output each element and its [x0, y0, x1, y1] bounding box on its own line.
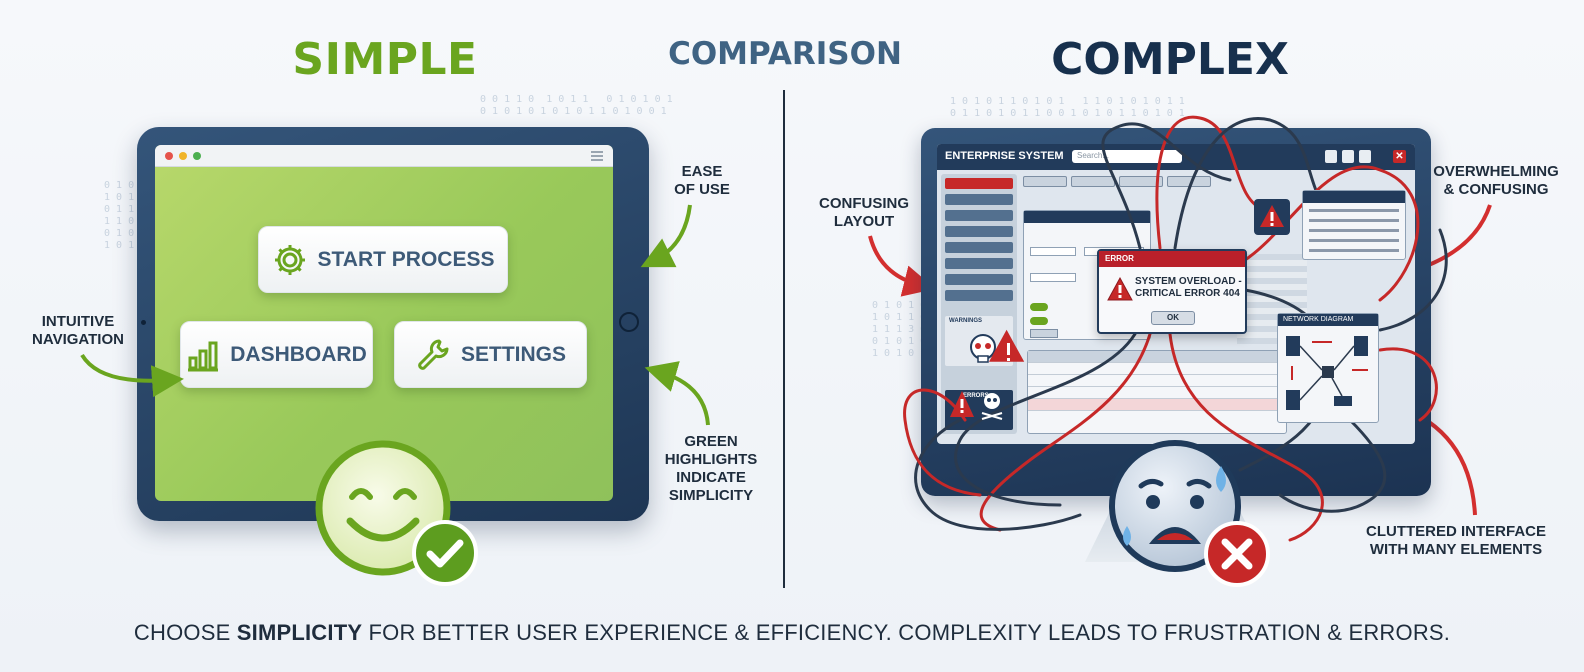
- skull-icon: [970, 329, 1025, 363]
- warning-icon: [1254, 199, 1290, 235]
- sidebar-item[interactable]: [945, 226, 1013, 237]
- alert-panel-header: [1303, 191, 1405, 203]
- network-diagram-label: NETWORK DIAGRAM: [1278, 314, 1378, 326]
- sidebar-item[interactable]: [945, 274, 1013, 285]
- start-process-label: START PROCESS: [317, 247, 495, 271]
- complex-heading: COMPLEX: [1051, 34, 1289, 85]
- warning-icon: [1107, 277, 1133, 301]
- sidebar-item[interactable]: [945, 178, 1013, 189]
- confusing-layout-note: CONFUSING LAYOUT: [819, 195, 909, 230]
- start-process-button[interactable]: START PROCESS: [258, 226, 508, 293]
- green-highlights-note: GREEN HIGHLIGHTS INDICATE SIMPLICITY: [664, 433, 758, 504]
- settings-button[interactable]: SETTINGS: [394, 321, 587, 388]
- project-select[interactable]: [1030, 273, 1076, 282]
- overwhelming-note: OVERWHELMING & CONFUSING: [1433, 163, 1559, 198]
- data-table: [1027, 350, 1287, 434]
- sidebar-item[interactable]: [945, 242, 1013, 253]
- toolbar-chip[interactable]: [1023, 176, 1067, 187]
- table-row[interactable]: [1028, 387, 1286, 399]
- browser-bar: [155, 145, 613, 167]
- footer-emphasis: SIMPLICITY: [236, 620, 363, 645]
- warning-icon: [950, 391, 1003, 420]
- error-message: SYSTEM OVERLOAD - CRITICAL ERROR 404: [1135, 276, 1242, 299]
- alert-list: [1309, 209, 1399, 253]
- dashboard-label: DASHBOARD: [230, 342, 367, 366]
- grid-icon[interactable]: [1359, 150, 1371, 163]
- checkmark-icon: [412, 520, 478, 586]
- footer-prefix: CHOOSE: [133, 620, 237, 645]
- enterprise-window-title: ENTERPRISE SYSTEM: [945, 150, 1064, 162]
- error-dialog-header: ERROR: [1099, 251, 1245, 267]
- footer-message: CHOOSE SIMPLICITY FOR BETTER USER EXPERI…: [0, 620, 1584, 646]
- ease-of-use-note: EASE OF USE: [674, 163, 730, 198]
- close-icon[interactable]: ✕: [1393, 150, 1406, 163]
- toggle-switch[interactable]: [1030, 317, 1048, 325]
- center-divider: [783, 90, 785, 588]
- dashboard-button[interactable]: DASHBOARD: [180, 321, 373, 388]
- window-minimize-dot[interactable]: [179, 152, 187, 160]
- window-maximize-dot[interactable]: [193, 152, 201, 160]
- form-submit-button[interactable]: [1030, 329, 1058, 338]
- menu-icon[interactable]: [591, 151, 603, 161]
- status-select[interactable]: [1030, 247, 1076, 256]
- errors-label: ERRORS: [963, 393, 989, 399]
- table-row[interactable]: [1028, 375, 1286, 387]
- form-panel-header: [1024, 211, 1150, 223]
- footer-suffix: FOR BETTER USER EXPERIENCE & EFFICIENCY.…: [362, 620, 1451, 645]
- sidebar-item[interactable]: [945, 258, 1013, 269]
- table-row[interactable]: [1028, 399, 1286, 411]
- bell-icon[interactable]: [1325, 150, 1337, 163]
- error-dialog: ERROR SYSTEM OVERLOAD - CRITICAL ERROR 4…: [1097, 249, 1247, 334]
- simple-heading: SIMPLE: [292, 34, 478, 85]
- tablet-camera: [141, 320, 146, 325]
- wrench-icon: [418, 339, 449, 370]
- sad-face-icon: [1109, 440, 1241, 572]
- toolbar-chip[interactable]: [1119, 176, 1163, 187]
- bar-chart-icon: [188, 341, 219, 371]
- binary-decoration-top: 0 0 1 1 0 1 0 1 1 0 1 0 1 0 1 0 1 0 1 0 …: [480, 94, 673, 117]
- table-row[interactable]: [1028, 363, 1286, 375]
- intuitive-navigation-note: INTUITIVE NAVIGATION: [32, 313, 124, 348]
- network-diagram-panel: NETWORK DIAGRAM: [1277, 313, 1379, 423]
- toggle-switch[interactable]: [1030, 303, 1048, 311]
- warnings-label: WARNINGS: [949, 318, 982, 324]
- cluttered-note: CLUTTERED INTERFACE WITH MANY ELEMENTS: [1366, 523, 1546, 558]
- error-ok-button[interactable]: OK: [1151, 311, 1195, 325]
- sidebar-item[interactable]: [945, 210, 1013, 221]
- settings-label: SETTINGS: [460, 342, 566, 366]
- user-icon[interactable]: [1342, 150, 1354, 163]
- sidebar-item[interactable]: [945, 290, 1013, 301]
- tablet-home-button[interactable]: [619, 312, 639, 332]
- comparison-heading: COMPARISON: [668, 36, 902, 72]
- window-close-dot[interactable]: [165, 152, 173, 160]
- network-graph: [1286, 336, 1368, 410]
- gear-icon: [274, 244, 305, 275]
- sidebar-item[interactable]: [945, 194, 1013, 205]
- search-input[interactable]: Search...: [1072, 150, 1182, 163]
- close-x-icon: [1204, 521, 1270, 587]
- binary-decoration-right-top: 1 0 1 0 1 1 0 1 0 1 1 1 0 1 0 1 0 1 1 0 …: [950, 96, 1185, 119]
- table-header-row: [1028, 351, 1286, 363]
- alert-panel: [1302, 190, 1406, 260]
